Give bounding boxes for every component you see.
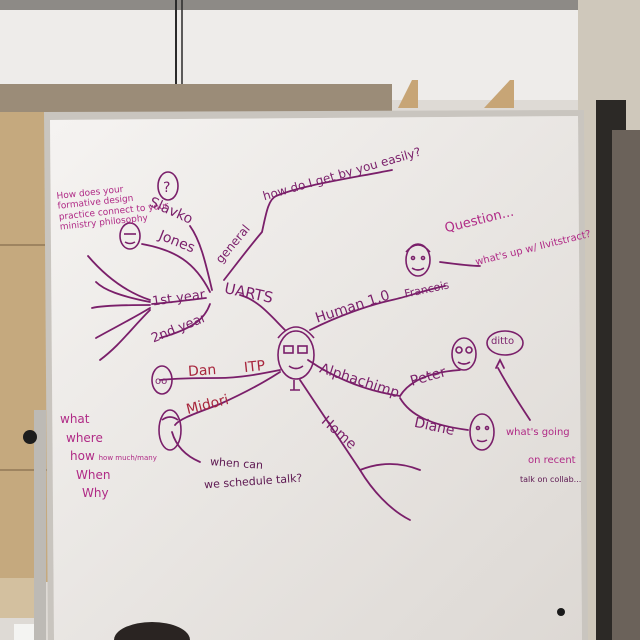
board-shade — [50, 116, 582, 640]
w-list-item: where — [66, 430, 103, 445]
person-head — [114, 622, 190, 640]
question-mark-face: ? — [157, 171, 179, 201]
board-stand-left — [34, 410, 46, 640]
label-itp: ITP — [243, 357, 266, 377]
magnet — [557, 608, 565, 616]
w-list-item: what — [60, 412, 90, 426]
ditto-bubble — [486, 330, 524, 356]
w-list-item: Why — [82, 486, 109, 501]
on-recent-text: on recent — [528, 455, 576, 466]
when-can-text: when can — [209, 455, 264, 472]
stand-knob — [23, 430, 37, 444]
center-face — [277, 326, 315, 391]
cabinet-top — [0, 84, 392, 112]
shelf-divider — [398, 80, 418, 108]
cup — [14, 624, 34, 640]
shelf-divider-2 — [484, 80, 514, 108]
peter-face — [451, 337, 477, 371]
w-list-item: When — [76, 467, 111, 482]
francois-face — [405, 243, 431, 277]
diane-face — [469, 413, 495, 451]
label-dan: Dan — [187, 362, 217, 380]
dark-panel — [612, 130, 640, 640]
w-list: what where how how much/many When Why — [60, 410, 157, 503]
talk-on-text: talk on collab... — [520, 475, 582, 484]
midori-face — [158, 409, 182, 451]
w-list-item: how how much/many — [70, 449, 157, 464]
svg-text:?: ? — [163, 180, 170, 196]
mindmap-lines — [87, 169, 531, 521]
label-ditto: ditto — [491, 336, 515, 347]
svg-text:oo: oo — [155, 376, 167, 387]
dan-face: oo — [151, 365, 173, 395]
table — [0, 578, 40, 618]
slavko-face — [119, 222, 141, 250]
whats-going-text: what's going — [506, 427, 570, 438]
